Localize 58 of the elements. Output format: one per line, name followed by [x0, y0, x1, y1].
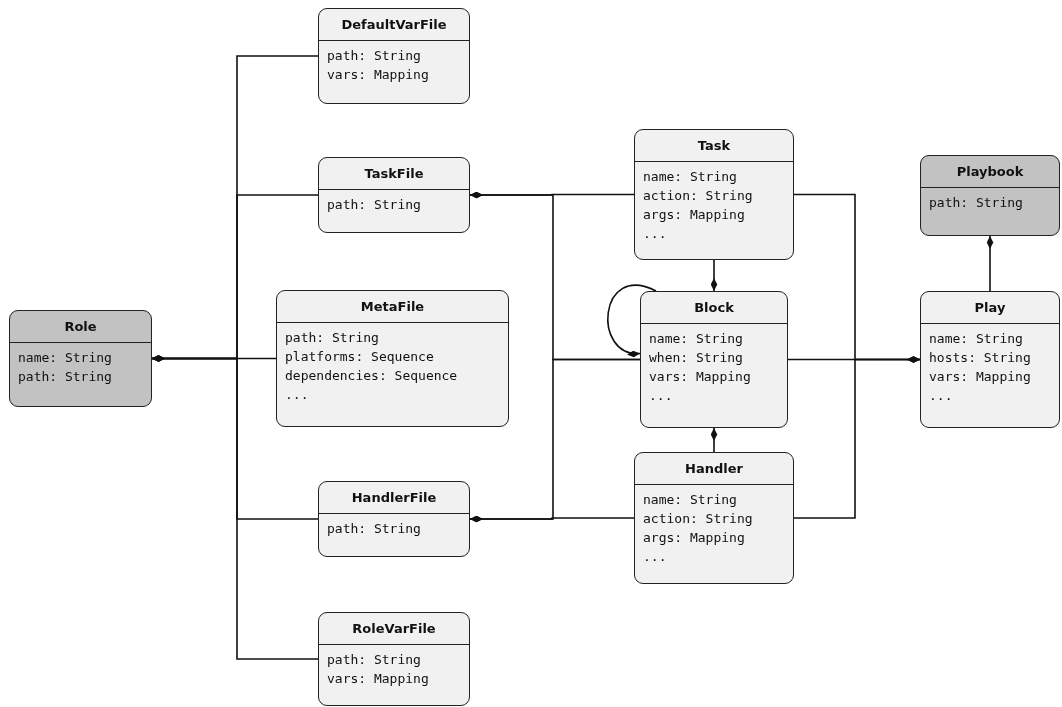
- attribute-text: name: String: [649, 330, 743, 348]
- class-name: TaskFile: [319, 158, 469, 190]
- class-name: Role: [10, 311, 151, 343]
- attribute-text: path: String: [18, 368, 112, 386]
- class-box: [634, 452, 794, 584]
- attribute-text: name: String: [643, 168, 737, 186]
- attribute-text: path: String: [327, 520, 421, 538]
- attribute-text: when: String: [649, 349, 743, 367]
- composition-line: [986, 235, 994, 292]
- attribute-text: vars: Mapping: [649, 368, 751, 386]
- attribute-text: ...: [643, 548, 667, 566]
- class-name: Task: [635, 130, 793, 162]
- attribute-text: vars: Mapping: [929, 368, 1031, 386]
- class-name: MetaFile: [277, 291, 508, 323]
- class-name: Play: [921, 292, 1059, 324]
- composition-line: [469, 358, 641, 523]
- class-box: [634, 129, 794, 260]
- class-box: [640, 291, 788, 428]
- attribute-text: path: String: [285, 329, 379, 347]
- class-box: [318, 8, 470, 104]
- class-box: [276, 290, 509, 427]
- attribute-text: args: Mapping: [643, 206, 745, 224]
- class-box: [318, 612, 470, 706]
- class-box: [920, 291, 1060, 428]
- attribute-text: dependencies: Sequence: [285, 367, 458, 385]
- class-box: [318, 481, 470, 557]
- class-name: RoleVarFile: [319, 613, 469, 645]
- composition-line: [710, 259, 718, 292]
- attribute-text: vars: Mapping: [327, 66, 429, 84]
- attribute-text: action: String: [643, 187, 753, 205]
- attribute-text: ...: [285, 386, 309, 404]
- attribute-text: ...: [643, 225, 667, 243]
- composition-line: [710, 427, 718, 453]
- composition-line: [607, 284, 657, 357]
- attribute-text: path: String: [929, 194, 1023, 212]
- class-name: DefaultVarFile: [319, 9, 469, 41]
- attribute-text: ...: [649, 387, 673, 405]
- attribute-text: action: String: [643, 510, 753, 528]
- attribute-text: vars: Mapping: [327, 670, 429, 688]
- class-box: [9, 310, 152, 407]
- class-box: [318, 157, 470, 233]
- attribute-text: path: String: [327, 47, 421, 65]
- class-name: Playbook: [921, 156, 1059, 188]
- class-box: [920, 155, 1060, 236]
- attribute-text: args: Mapping: [643, 529, 745, 547]
- attribute-text: name: String: [18, 349, 112, 367]
- class-name: Block: [641, 292, 787, 324]
- attribute-text: name: String: [643, 491, 737, 509]
- attribute-text: path: String: [327, 196, 421, 214]
- attribute-text: path: String: [327, 651, 421, 669]
- attribute-text: name: String: [929, 330, 1023, 348]
- attribute-text: ...: [929, 387, 953, 405]
- composition-line: [151, 355, 319, 660]
- attribute-text: hosts: String: [929, 349, 1031, 367]
- class-name: HandlerFile: [319, 482, 469, 514]
- class-name: Handler: [635, 453, 793, 485]
- attribute-text: platforms: Sequence: [285, 348, 434, 366]
- composition-line: [793, 356, 921, 519]
